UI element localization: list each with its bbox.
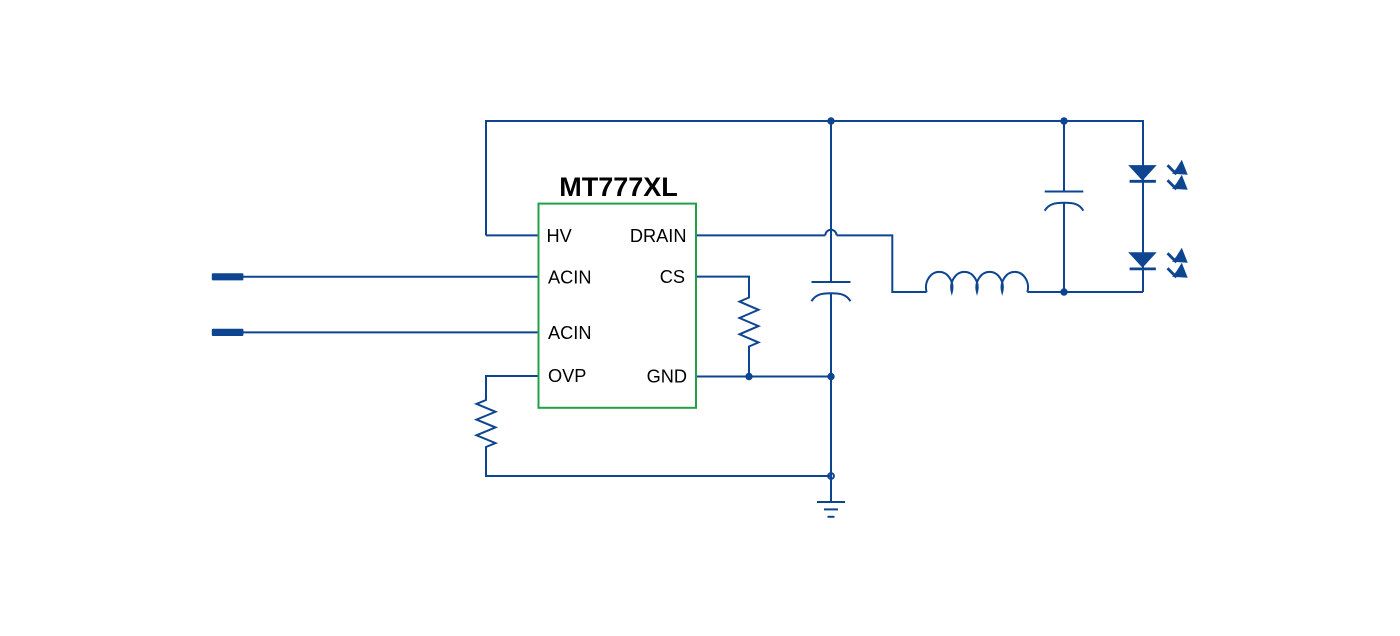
svg-text:HV: HV: [547, 226, 573, 246]
svg-text:DRAIN: DRAIN: [630, 226, 687, 246]
svg-text:OVP: OVP: [548, 366, 586, 386]
svg-text:ACIN: ACIN: [548, 267, 591, 287]
svg-text:MT777XL: MT777XL: [559, 172, 678, 202]
svg-text:GND: GND: [647, 367, 687, 387]
svg-text:ACIN: ACIN: [548, 323, 591, 343]
svg-text:CS: CS: [660, 267, 685, 287]
